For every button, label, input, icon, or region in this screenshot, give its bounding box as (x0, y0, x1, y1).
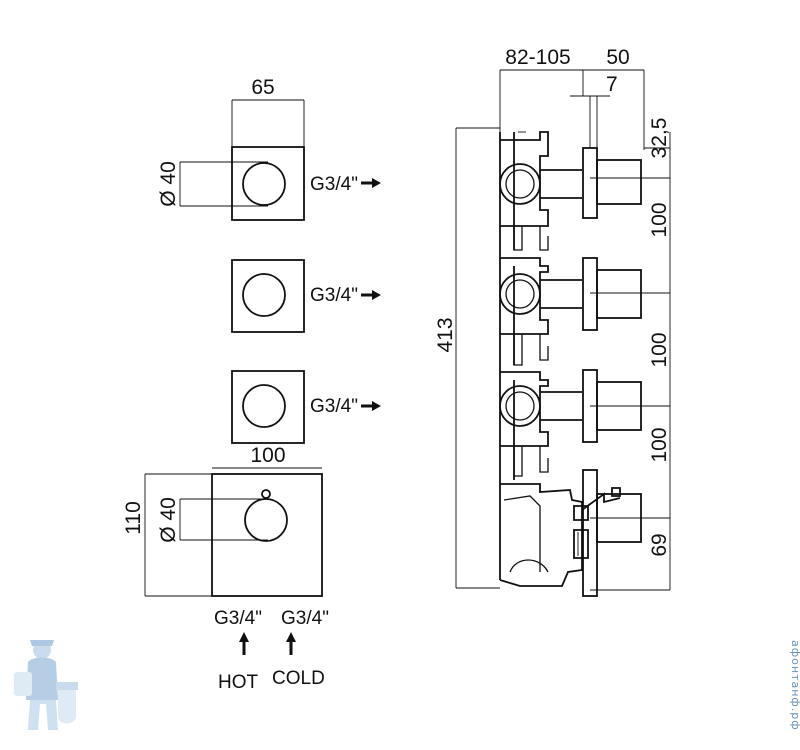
outlet-thread-2: G3/4" (310, 285, 358, 306)
plate-thickness-label: 7 (606, 73, 618, 96)
dimension-diameter-thermo: Ø 40 (157, 497, 268, 543)
thermostatic-body (499, 483, 621, 587)
front-view: 65 Ø 40 G3/4" G3/4" (122, 76, 381, 693)
arrow-up-icon (239, 632, 249, 655)
diverter-plate-2 (231, 259, 305, 333)
dimension-depth: 82-105 50 (499, 46, 645, 150)
inlet-hot-thread: G3/4" (214, 608, 262, 629)
thermostatic-plate (211, 473, 323, 597)
arrow-right-icon (361, 401, 381, 411)
diameter-top-label: Ø 40 (157, 161, 180, 207)
side-plate-1 (582, 147, 642, 219)
arrow-right-icon (361, 290, 381, 300)
outlet-label-1: G3/4" (310, 174, 381, 195)
diverter-plate-1 (231, 146, 305, 221)
side-plate-2 (582, 257, 642, 331)
inlet-hot: G3/4" HOT (214, 608, 262, 693)
dimension-plate-thickness: 7 (570, 73, 618, 148)
side-plate-thermo (582, 469, 642, 597)
valve-body (499, 131, 621, 587)
outlet-label-3: G3/4" (310, 396, 381, 417)
dimension-100-width: 100 (212, 444, 322, 469)
outlet-label-2: G3/4" (310, 285, 381, 306)
bottom-offset-label: 69 (648, 533, 671, 556)
plumber-logo-icon (14, 640, 78, 730)
diverter-cartridge-1 (499, 131, 582, 251)
handle-depth-label: 50 (606, 46, 629, 69)
spacing-1-label: 100 (648, 202, 671, 237)
dimension-total-height: 413 (434, 127, 500, 589)
side-plate-3 (582, 369, 642, 443)
spacing-2-label: 100 (648, 332, 671, 367)
watermark-text: афонтанф.рф (789, 640, 800, 731)
spacing-3-label: 100 (648, 427, 671, 462)
diverter-cartridge-2 (499, 257, 582, 366)
thermo-height-label: 110 (122, 501, 145, 534)
inlet-cold: G3/4" COLD (272, 608, 329, 689)
knob-indicator (261, 489, 271, 499)
dimension-diameter-top: Ø 40 (157, 161, 268, 207)
dimension-spacing-chain: 32,5 100 100 100 69 (590, 118, 671, 591)
depth-label: 82-105 (505, 46, 570, 69)
total-height-label: 413 (434, 317, 457, 352)
outlet-thread-1: G3/4" (310, 174, 358, 195)
side-view: 82-105 50 7 413 32,5 100 (434, 46, 671, 597)
diameter-thermo-label: Ø 40 (157, 497, 180, 543)
diverter-cartridge-3 (499, 371, 582, 477)
diverter-plate-3 (231, 370, 305, 444)
inlet-cold-thread: G3/4" (281, 608, 329, 629)
dimension-65: 65 (231, 76, 305, 146)
cold-label: COLD (272, 668, 325, 689)
dimension-65-label: 65 (251, 76, 274, 99)
top-offset-label: 32,5 (648, 118, 671, 159)
arrow-right-icon (361, 178, 381, 188)
arrow-up-icon (286, 632, 296, 655)
dimension-110-height: 110 (122, 473, 212, 597)
outlet-thread-3: G3/4" (310, 396, 358, 417)
hot-label: HOT (218, 672, 259, 693)
thermo-width-label: 100 (250, 444, 285, 467)
